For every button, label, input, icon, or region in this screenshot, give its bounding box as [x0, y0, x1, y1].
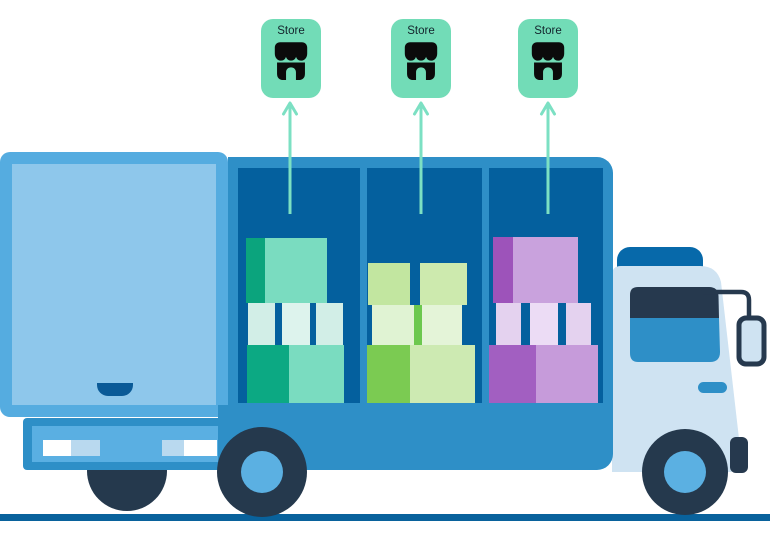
package-box	[247, 345, 289, 403]
store-label: Store	[277, 25, 305, 37]
package-box	[368, 263, 410, 305]
package-box	[493, 237, 578, 303]
store-badge-1: Store	[261, 19, 321, 98]
compartment-3	[489, 168, 603, 403]
arrow-up-icon	[540, 101, 556, 214]
truck-rear-door	[0, 152, 228, 417]
package-box	[489, 345, 536, 403]
compartment-2	[367, 168, 482, 403]
package-box	[289, 345, 344, 403]
package-box	[367, 345, 410, 403]
tail-light-segment	[162, 440, 184, 456]
front-wheel	[642, 429, 728, 515]
side-mirror	[736, 315, 767, 367]
storefront-icon	[274, 41, 308, 80]
package-box	[410, 345, 475, 403]
ground-line	[0, 514, 770, 521]
tail-light	[162, 440, 217, 456]
arrow-up-icon	[282, 101, 298, 214]
package-box	[414, 305, 462, 345]
wheel-hub	[664, 451, 706, 493]
package-box	[536, 345, 598, 403]
tail-light-segment	[43, 440, 71, 456]
wheel-hub	[241, 451, 283, 493]
package-box	[496, 303, 521, 345]
truck-cab	[612, 247, 767, 473]
store-label: Store	[407, 25, 435, 37]
cab-door-handle	[698, 382, 727, 393]
package-box	[530, 303, 558, 345]
store-label: Store	[534, 25, 562, 37]
compartment-1	[238, 168, 360, 403]
package-box	[566, 303, 591, 345]
mirror-arm	[700, 289, 752, 323]
front-bumper	[730, 437, 748, 473]
store-badge-2: Store	[391, 19, 451, 98]
package-box	[246, 238, 327, 303]
storefront-icon	[404, 41, 438, 80]
arrow-up-icon	[413, 101, 429, 214]
store-badge-3: Store	[518, 19, 578, 98]
windshield	[630, 318, 720, 362]
bumper-panel	[32, 426, 218, 462]
package-box	[248, 303, 275, 345]
package-box	[316, 303, 343, 345]
package-box	[282, 303, 310, 345]
tail-light-segment	[71, 440, 100, 456]
middle-wheel	[217, 427, 307, 517]
windshield-top	[630, 287, 719, 318]
tail-light-segment	[184, 440, 217, 456]
tail-light	[43, 440, 100, 456]
package-box	[420, 263, 467, 305]
rear-door-handle	[97, 383, 133, 396]
storefront-icon	[531, 41, 565, 80]
package-box	[372, 305, 414, 345]
rear-bumper	[23, 418, 227, 470]
